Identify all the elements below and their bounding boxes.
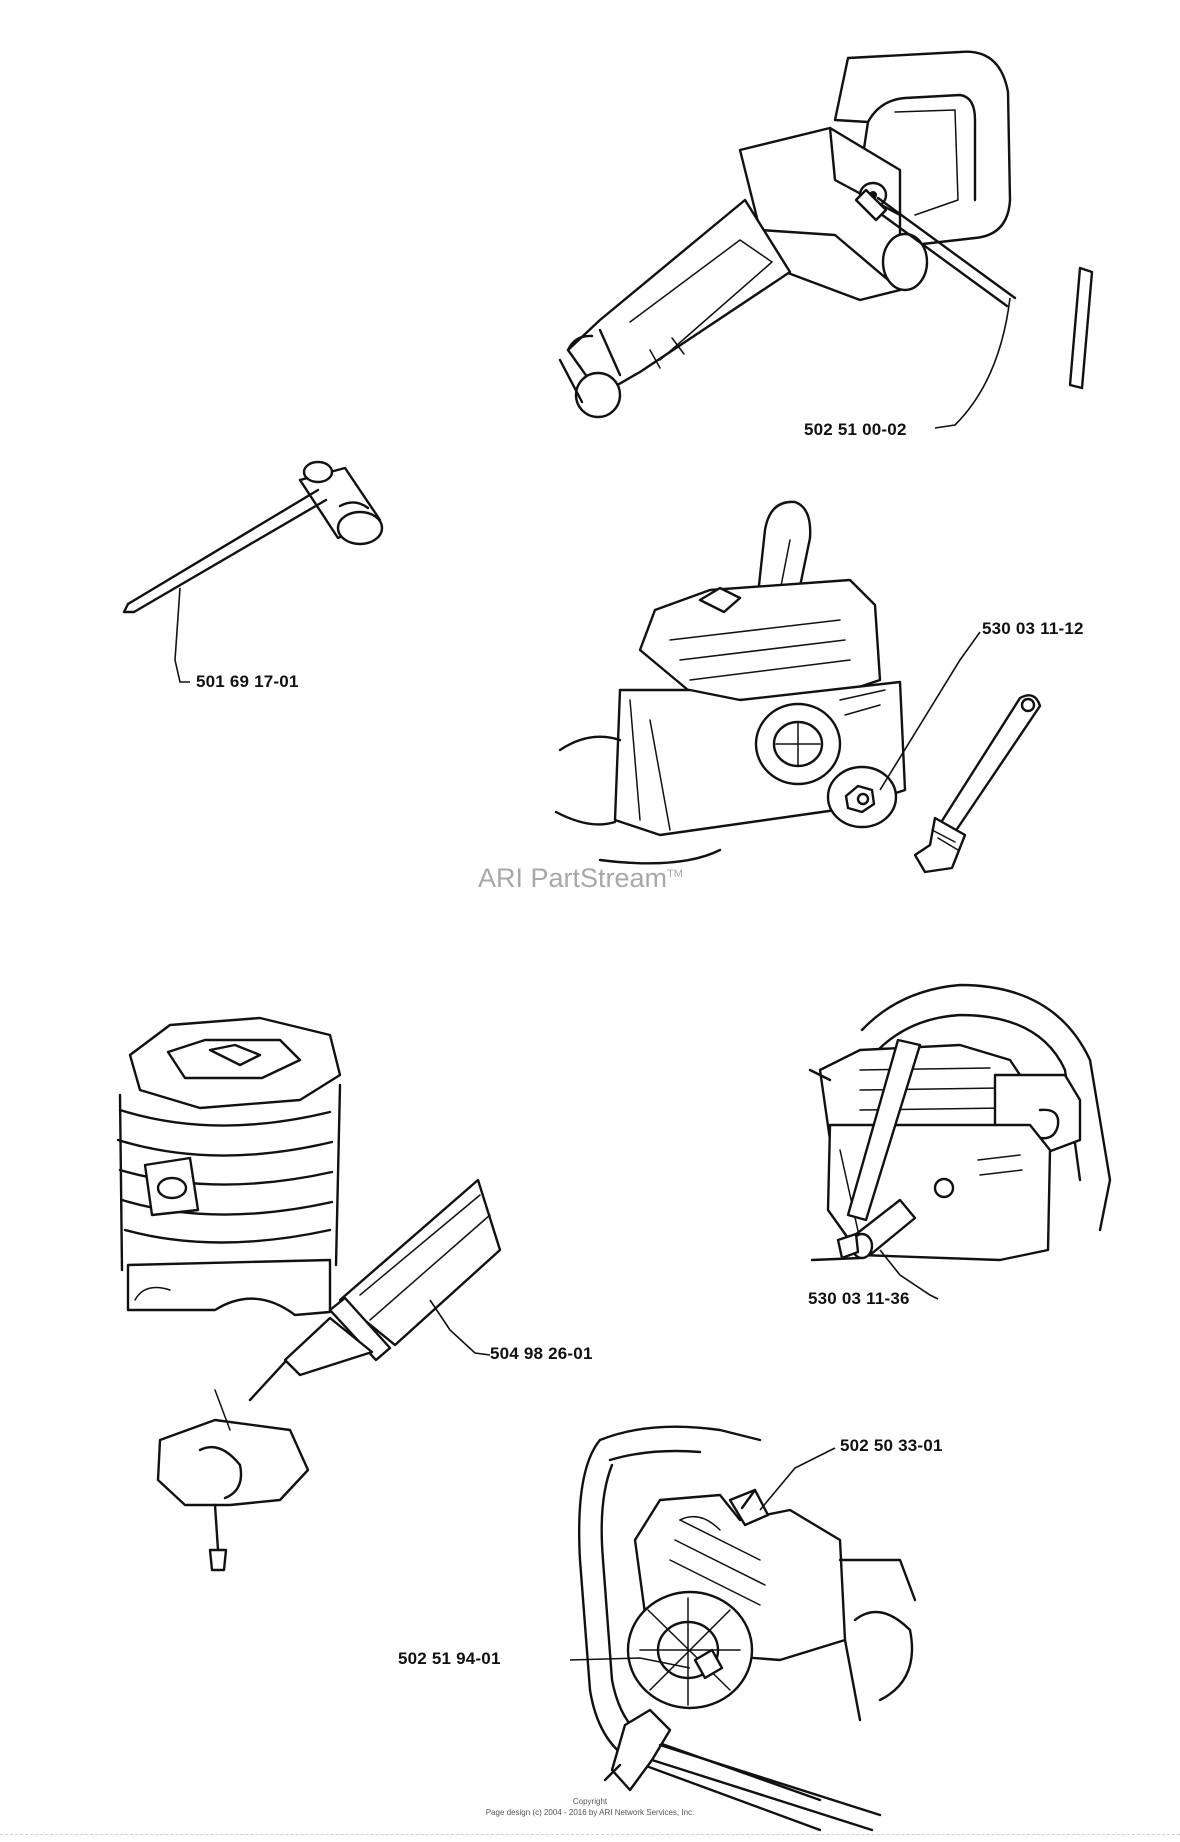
part-number-label: 501 69 17-01	[196, 672, 299, 691]
spark-plug-wrench-illustration	[122, 460, 384, 683]
clutch-tool-illustration	[554, 500, 1042, 874]
watermark-trademark: TM	[667, 868, 683, 880]
cylinder-sealant-illustration	[116, 1016, 502, 1572]
flywheel-tools-illustration	[569, 1425, 917, 1832]
footer-copyright: Copyright	[572, 1797, 608, 1806]
part-number-label: 530 03 11-36	[808, 1289, 910, 1308]
footer-page-design: Page design (c) 2004 - 2016 by ARI Netwo…	[485, 1808, 695, 1817]
ari-partstream-watermark: ARI PartStreamTM	[478, 863, 683, 894]
piston-stop-illustration	[808, 983, 1112, 1300]
part-number-label: 502 51 00-02	[804, 420, 907, 439]
part-number-label: 530 03 11-12	[982, 619, 1084, 638]
watermark-brand: ARI PartStream	[478, 863, 668, 893]
part-number-label: 502 50 33-01	[840, 1436, 943, 1455]
footer-divider	[0, 1834, 1180, 1835]
part-number-label: 502 51 94-01	[398, 1649, 501, 1668]
rear-handle-tool-illustration	[558, 50, 1094, 429]
part-number-label: 504 98 26-01	[490, 1344, 593, 1363]
